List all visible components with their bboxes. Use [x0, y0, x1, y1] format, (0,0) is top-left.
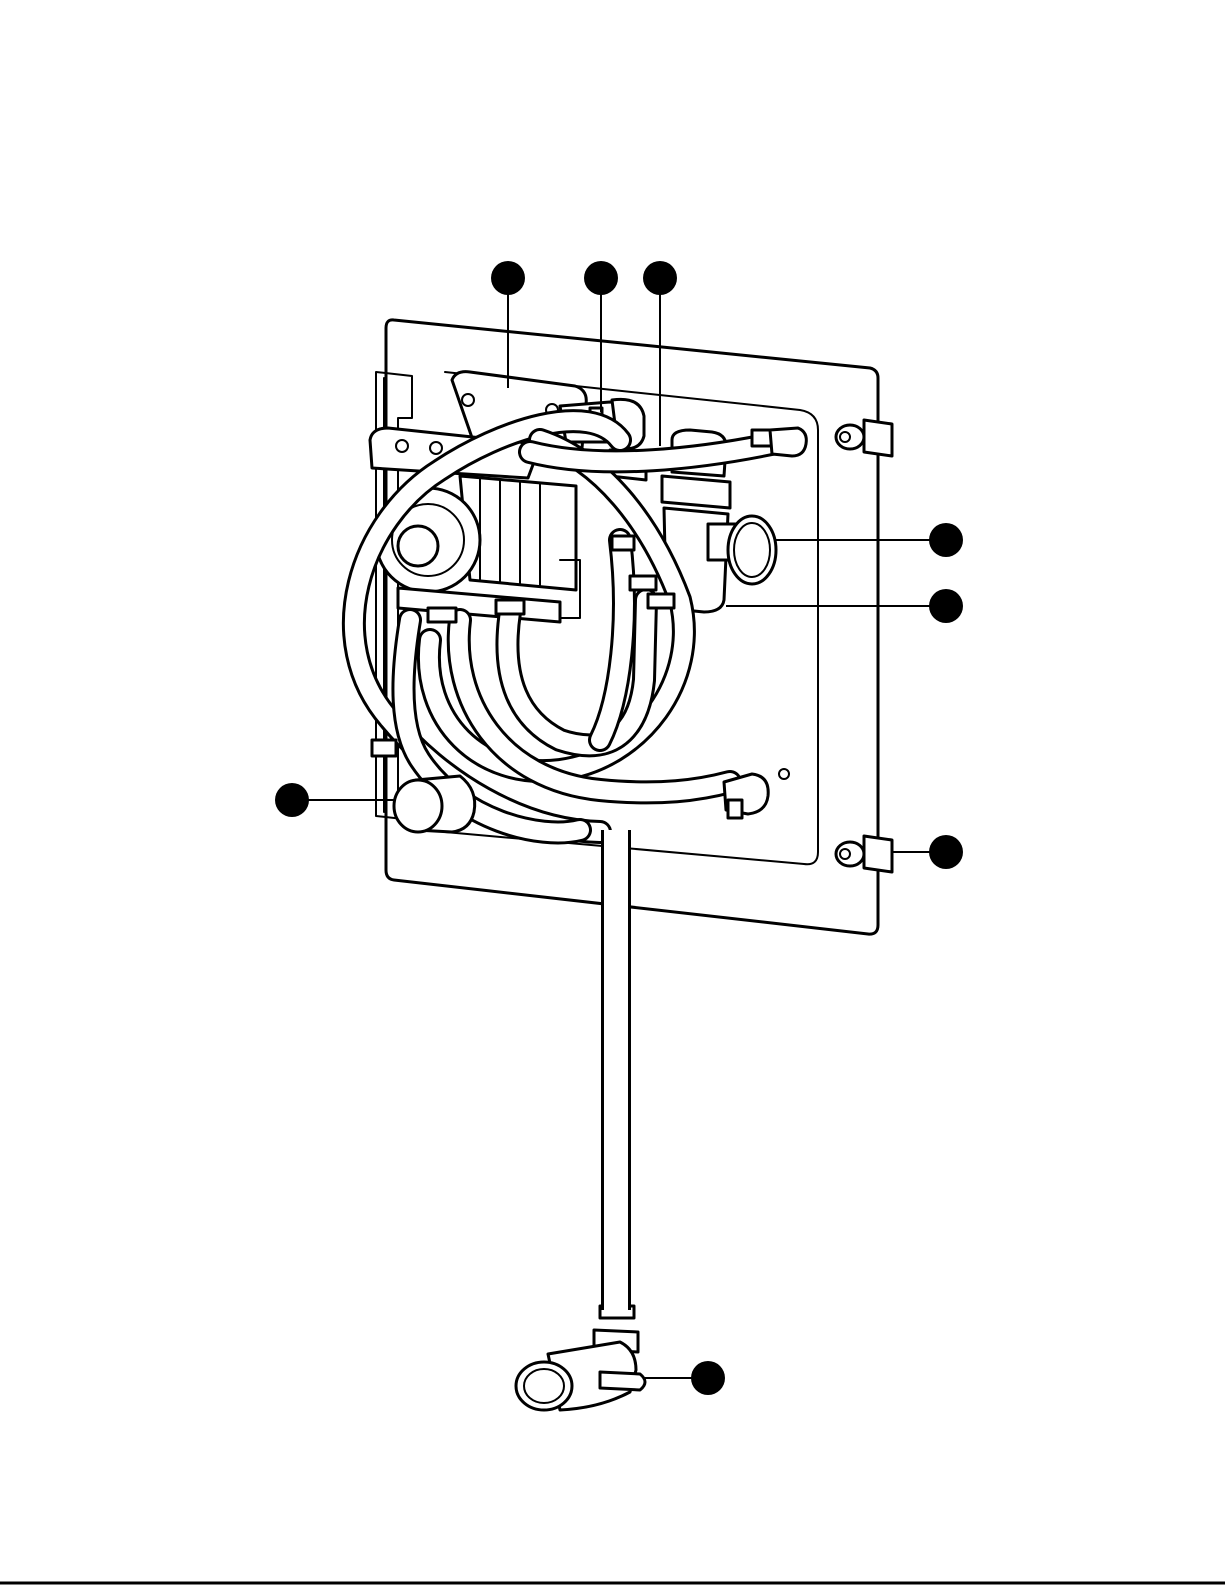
callout-2 — [584, 261, 618, 295]
callout-4 — [929, 523, 963, 557]
callout-3 — [643, 261, 677, 295]
callout-8 — [691, 1361, 725, 1395]
callout-5 — [929, 589, 963, 623]
callout-1 — [491, 261, 525, 295]
callout-6 — [275, 783, 309, 817]
drain-valve — [516, 1330, 645, 1410]
mounting-clip-lower — [836, 836, 892, 872]
callout-7 — [929, 835, 963, 869]
